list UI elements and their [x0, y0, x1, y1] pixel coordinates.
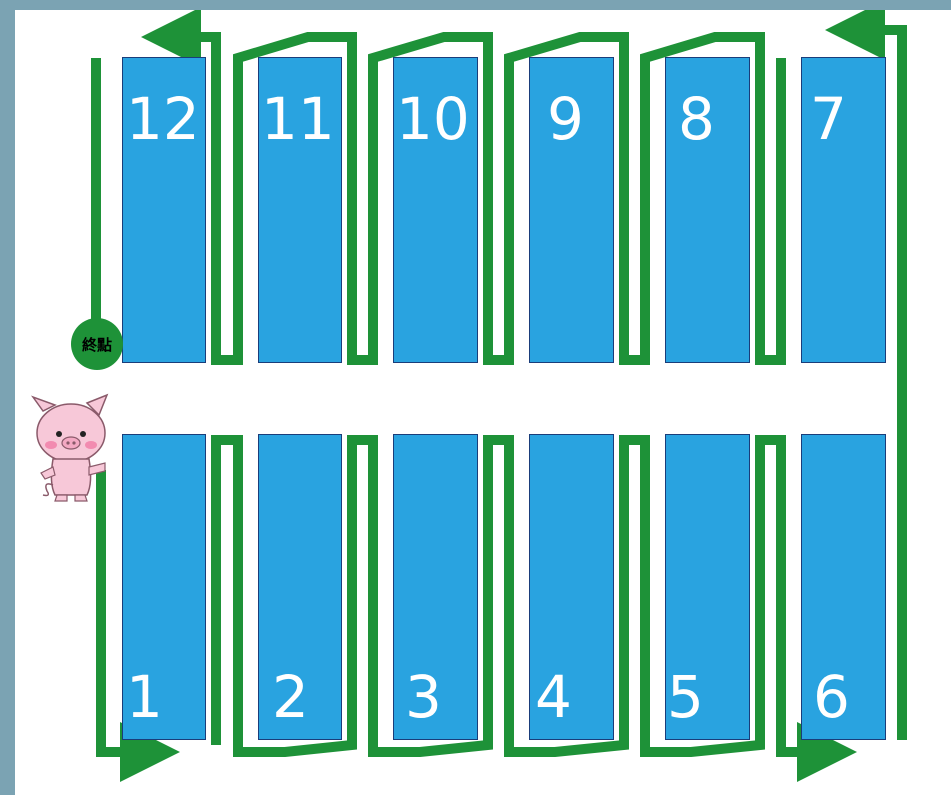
label-9: 9: [547, 90, 584, 148]
label-12: 12: [126, 90, 200, 148]
label-4: 4: [535, 668, 572, 726]
label-5: 5: [667, 668, 704, 726]
label-7: 7: [810, 90, 847, 148]
end-label: 終點: [82, 334, 112, 355]
label-8: 8: [678, 90, 715, 148]
end-marker: 終點: [71, 318, 123, 370]
label-11: 11: [261, 90, 335, 148]
label-10: 10: [396, 90, 470, 148]
label-2: 2: [272, 668, 309, 726]
diagram-canvas: 12 11 10 9 8 7 1 2 3 4 5 6 終點: [15, 10, 951, 795]
pig-icon: [27, 393, 113, 503]
label-3: 3: [405, 668, 442, 726]
label-6: 6: [813, 668, 850, 726]
label-1: 1: [126, 668, 163, 726]
